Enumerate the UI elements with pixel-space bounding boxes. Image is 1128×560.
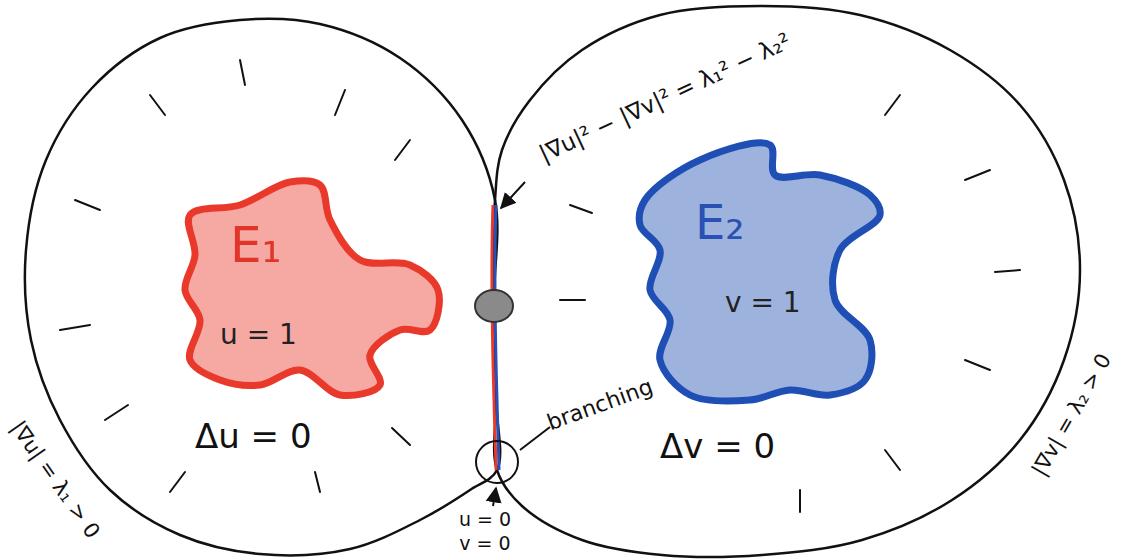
math-annotation: |∇v| = λ₂ > 0 [1028,350,1116,480]
region-label: u = 1 [220,320,297,351]
harmonic-region: Δv = 0 E₂ v = 1 [490,0,1128,560]
leader-line [493,488,496,506]
region-label: E₁ [230,218,282,273]
region-outline-path [494,6,1080,557]
region-outline-path [185,181,439,396]
region-outline [635,140,890,405]
leader-line [501,182,525,208]
gray-blob [475,290,513,322]
leader-line [520,427,550,450]
region-outline-path [25,19,500,556]
region-outline [180,172,448,402]
region-outline [0,0,500,560]
region-outline [490,0,1128,560]
set-region: E₂ v = 1 [635,140,890,405]
region-outline-path [639,143,880,401]
harmonic-region: Δu = 0 E₁ u = 1 [0,0,500,560]
math-annotation: |∇u|² − |∇v|² = λ₁² − λ₂² [535,29,794,168]
math-annotation: u = 0 [459,509,511,530]
math-annotation: |∇u| = λ₁ > 0 [6,417,104,543]
region-label: E₂ [695,196,745,249]
set-region: E₁ u = 1 [180,172,448,402]
region-label: Δv = 0 [660,428,775,465]
branching-circle [476,441,518,483]
region-label: v = 1 [725,288,801,319]
math-annotation: v = 0 [459,533,510,554]
interface-red [492,205,496,470]
region-label: Δu = 0 [195,418,312,455]
interface-blue [495,205,499,470]
radial-ticks [60,60,1020,512]
math-annotation: branching [544,375,656,436]
